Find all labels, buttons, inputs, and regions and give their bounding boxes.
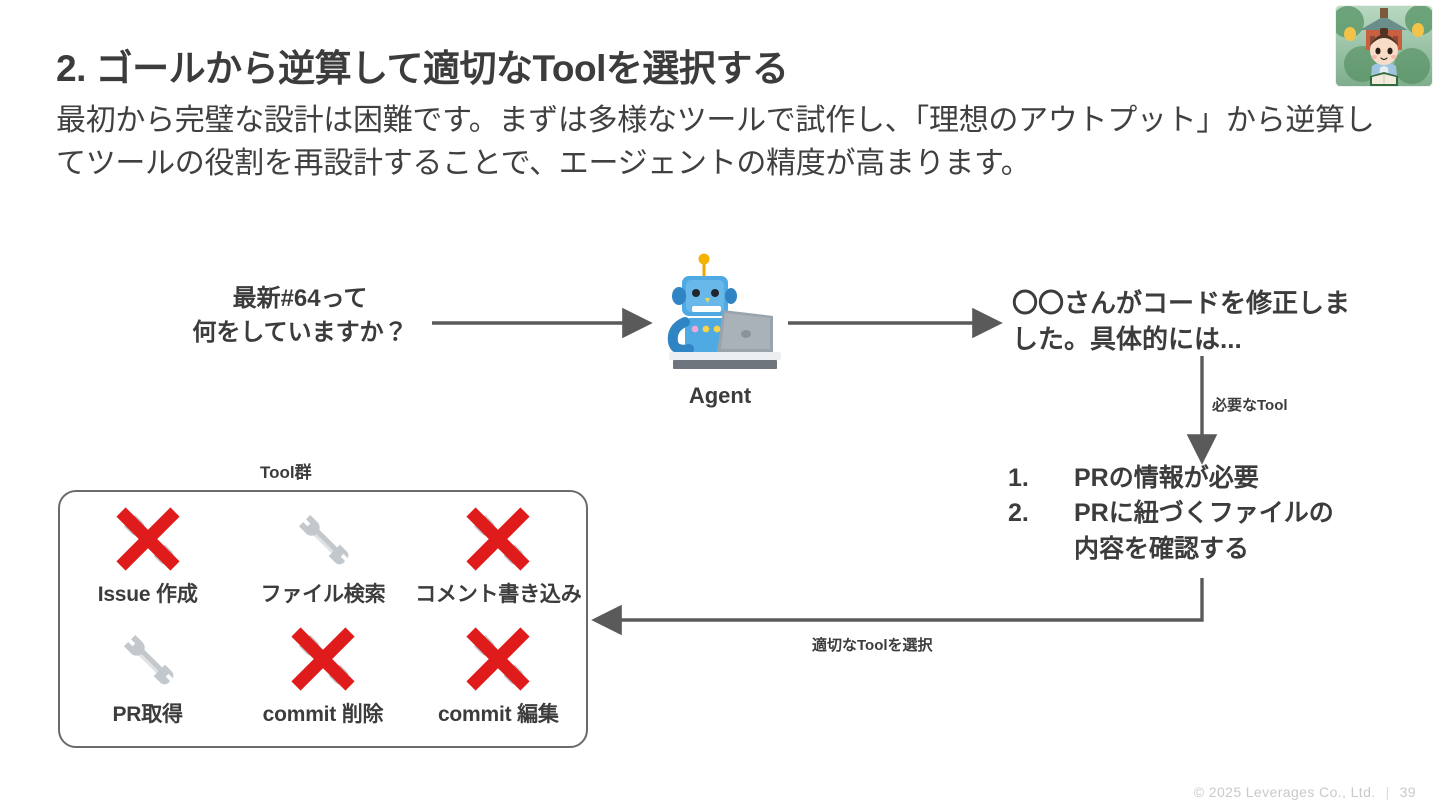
tool-item-issue-create[interactable]: Issue 作成 [60,500,235,608]
tool-icon-wrap [411,500,586,578]
page-title: 2. ゴールから逆算して適切なToolを選択する [56,48,789,89]
agent-answer-line-2: した。具体的には... [1012,323,1242,354]
user-question-text: 最新#64って 何をしていますか？ [150,282,450,350]
wrench-icon [123,634,173,685]
page-subtitle: 最初から完璧な設計は困難です。まずは多様なツールで試作し、「理想のアウトプット」… [56,104,1375,180]
arrow-question-to-agent [432,307,653,339]
tool-item-file-search[interactable]: ファイル検索 [235,500,410,608]
robot-icon [667,253,781,369]
tool-label: ファイル検索 [260,583,386,606]
list-item: 1. PRの情報が必要 [1008,462,1408,495]
tool-icon-wrap [60,620,235,698]
arrow-agent-to-answer [788,307,1003,339]
wrench-icon [474,514,524,565]
list-item-number: 1. [1008,464,1029,492]
tool-group-box: Issue 作成 ファイル検索 [58,490,588,748]
tool-icon-wrap [235,620,410,698]
avatar [1336,6,1432,86]
tool-icon-wrap [235,500,410,578]
tool-item-commit-delete[interactable]: commit 削除 [235,620,410,728]
wrench-icon [474,634,524,685]
wrench-icon [123,514,173,565]
list-item-text: 内容を確認する [1074,534,1250,563]
list-item-number: 2. [1008,499,1029,528]
footer: © 2025 Leverages Co., Ltd. | 39 [1194,784,1416,800]
list-item-number [1008,533,1074,566]
tool-label: コメント書き込み [415,583,582,606]
tool-label: PR取得 [112,703,183,726]
footer-separator: | [1385,784,1390,800]
arrow-answer-to-needs [1186,356,1218,465]
list-item: 内容を確認する [1008,533,1408,566]
tool-label: commit 編集 [437,703,559,726]
agent-answer-text: 〇〇さんがコードを修正しま した。具体的には... [1012,286,1392,358]
tool-row: PR取得 [60,620,586,728]
wrench-icon [298,634,349,685]
tool-row: Issue 作成 ファイル検索 [60,500,586,608]
user-question-line-1: 最新#64って [232,285,368,312]
tool-group-label: Tool群 [260,463,312,482]
tool-icon-wrap [60,500,235,578]
tool-icon-wrap [411,620,586,698]
agent-label: Agent [688,383,752,408]
page-number: 39 [1399,784,1416,800]
tool-item-commit-edit[interactable]: commit 編集 [411,620,586,728]
tool-label: commit 削除 [262,703,384,726]
required-info-list: 1. PRの情報が必要 2. PRに紐づくファイルの 内容を確認する [1008,462,1408,568]
list-item-text: PRの情報が必要 [1074,464,1259,492]
agent-figure: Agent [645,248,795,409]
list-item: 2. PRに紐づくファイルの [1008,497,1408,530]
tool-item-comment-write[interactable]: コメント書き込み [411,500,586,608]
user-question-line-2: 何をしていますか？ [192,319,408,347]
wrench-icon [298,514,349,565]
tool-item-pr-fetch[interactable]: PR取得 [60,620,235,728]
agent-answer-line-1: 〇〇さんがコードを修正しま [1012,288,1351,318]
list-item-text: PRに紐づくファイルの [1074,499,1334,528]
arrow-label-needed-tool: 必要なTool [1212,397,1288,414]
tool-label: Issue 作成 [97,583,198,606]
copyright-text: © 2025 Leverages Co., Ltd. [1193,784,1376,800]
arrow-label-select-tool: 適切なToolを選択 [812,637,933,654]
arrow-needs-to-tools [591,578,1204,636]
